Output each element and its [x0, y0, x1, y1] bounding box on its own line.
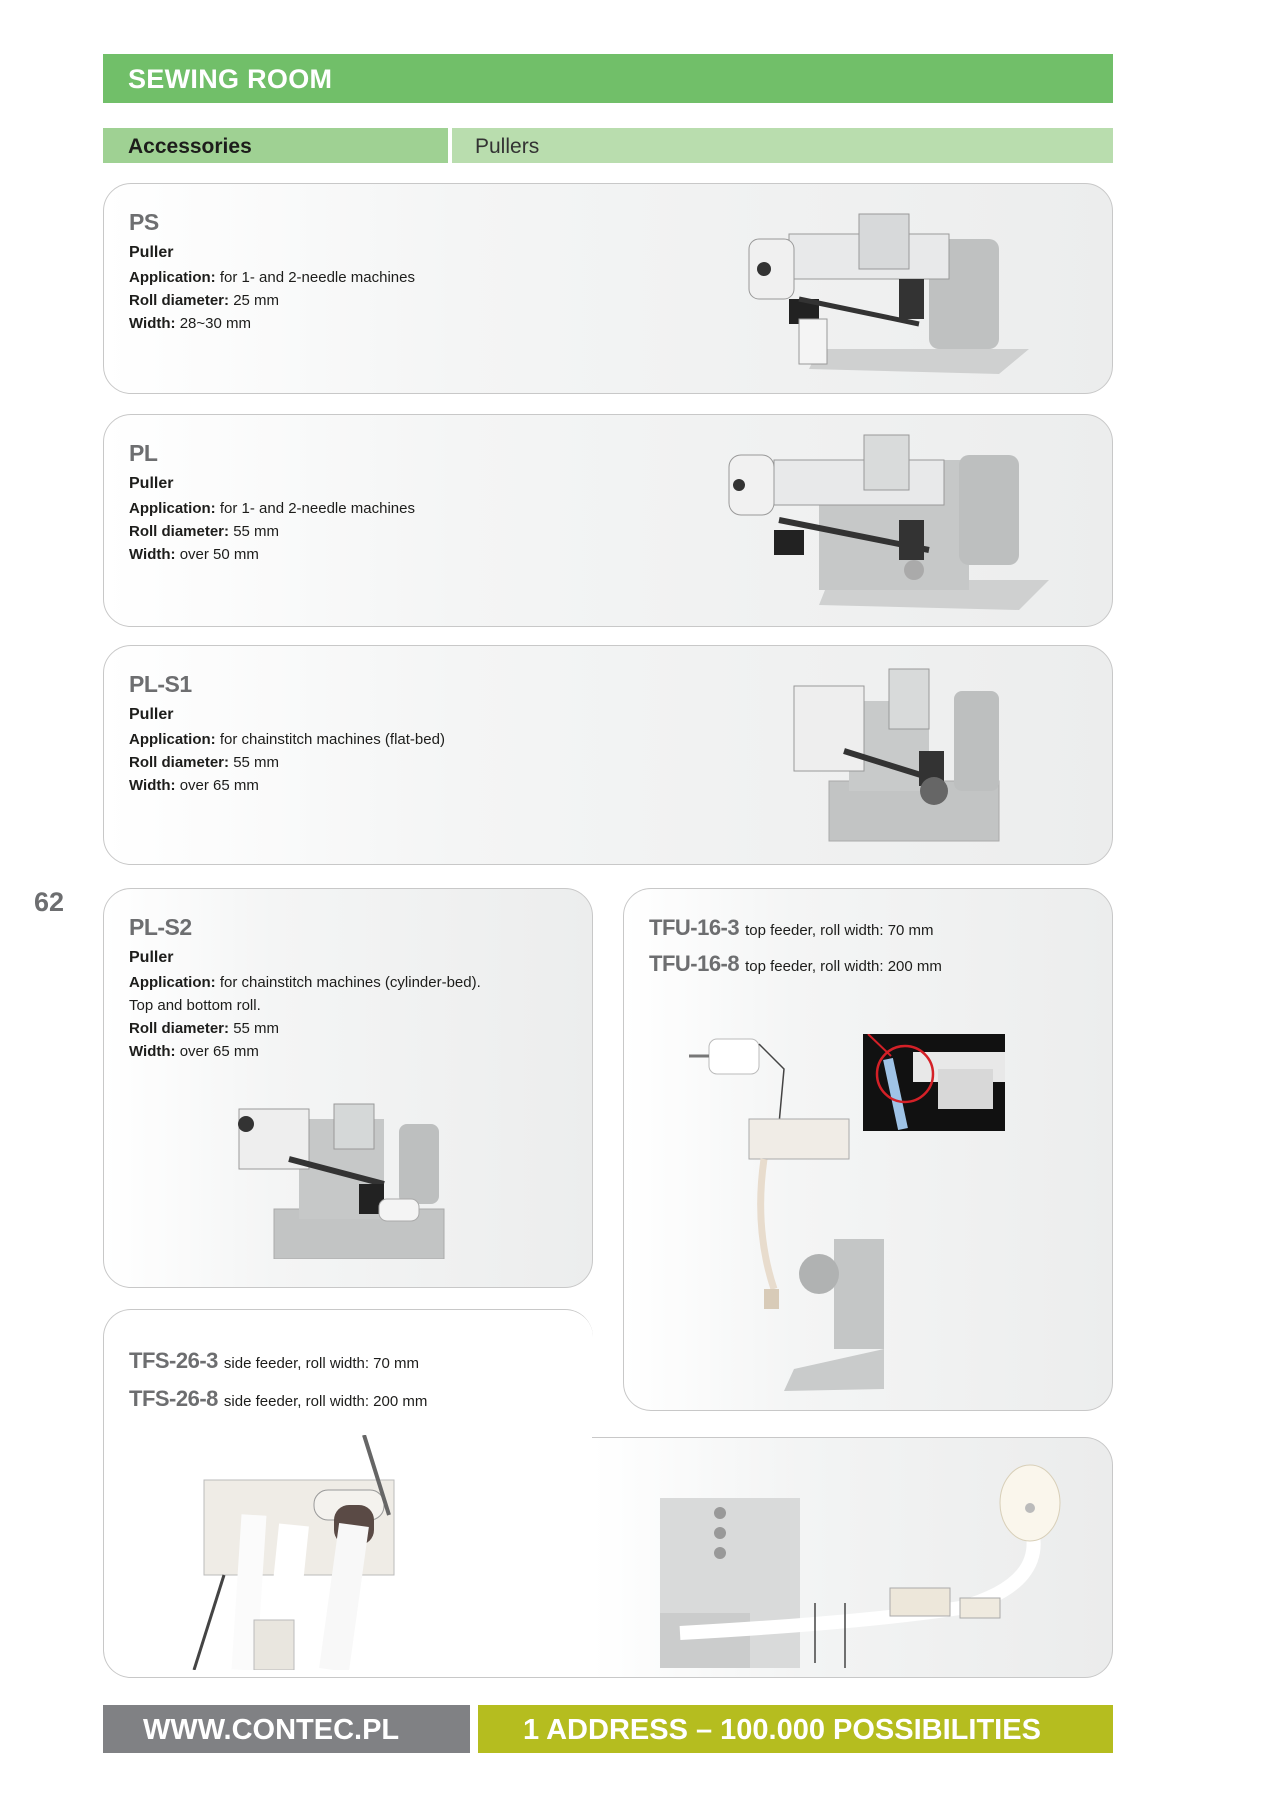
product-model: PL — [129, 440, 158, 466]
product-card-pl-s1: PL-S1 Puller Application: for chainstitc… — [103, 645, 1113, 865]
product-model: PL-S1 — [129, 671, 192, 697]
spec-value: for chainstitch machines (cylinder-bed). — [219, 974, 481, 991]
side-feeder-machine-photo — [660, 1463, 1090, 1668]
feeder-item: TFU-16-3 top feeder, roll width: 70 mm — [649, 915, 942, 941]
spec-width: Width: over 50 mm — [129, 543, 415, 566]
spec-application: Application: for chainstitch machines (c… — [129, 971, 481, 994]
feeder-description: side feeder, roll width: 70 mm — [223, 1355, 420, 1372]
spec-roll-diameter: Roll diameter: 25 mm — [129, 289, 415, 312]
feeder-model: TFU-16-3 — [649, 915, 740, 940]
subcategory-label: Pullers — [475, 135, 540, 158]
spec-label: Application: — [129, 269, 216, 286]
page-number: 62 — [34, 887, 65, 917]
spec-label: Application: — [129, 500, 216, 517]
feeder-model: TFU-16-8 — [649, 951, 740, 976]
spec-label: Width: — [129, 1043, 176, 1060]
feeder-description: top feeder, roll width: 200 mm — [745, 958, 942, 975]
feeder-model: TFS-26-8 — [129, 1386, 218, 1411]
footer-slogan-band: 1 ADDRESS – 100.000 POSSIBILITIES — [478, 1705, 1113, 1753]
spec-value: for chainstitch machines (flat-bed) — [219, 731, 445, 748]
product-type: Puller — [129, 706, 174, 723]
spec-application-extra: Top and bottom roll. — [129, 997, 261, 1014]
footer-website[interactable]: WWW.CONTEC.PL — [143, 1714, 400, 1746]
spec-width: Width: 28~30 mm — [129, 312, 415, 335]
feeder-item: TFU-16-8 top feeder, roll width: 200 mm — [649, 951, 942, 977]
section-title: SEWING ROOM — [128, 64, 333, 94]
spec-value: 55 mm — [233, 523, 280, 540]
spec-value: 25 mm — [233, 292, 280, 309]
product-model: PS — [129, 209, 159, 235]
product-card-pl-s2: PL-S2 Puller Application: for chainstitc… — [103, 888, 593, 1288]
spec-roll-diameter: Roll diameter: 55 mm — [129, 520, 415, 543]
top-feeder-detail-photo — [863, 1034, 1005, 1131]
spec-width: Width: over 65 mm — [129, 1040, 481, 1063]
spec-value: over 65 mm — [179, 1043, 259, 1060]
subcategory-band: Pullers — [452, 128, 1113, 163]
product-card-ps: PS Puller Application: for 1- and 2-need… — [103, 183, 1113, 394]
spec-label: Application: — [129, 974, 216, 991]
spec-label: Width: — [129, 546, 176, 563]
spec-value: over 65 mm — [179, 777, 259, 794]
spec-roll-diameter: Roll diameter: 55 mm — [129, 1017, 481, 1040]
product-card-side-feeders: TFS-26-3 side feeder, roll width: 70 mm T… — [103, 1309, 593, 1678]
feeder-item: TFS-26-8 side feeder, roll width: 200 mm — [129, 1386, 427, 1412]
spec-label: Roll diameter: — [129, 1020, 230, 1037]
spec-application: Application: for 1- and 2-needle machine… — [129, 266, 415, 289]
product-card-top-feeders: TFU-16-3 top feeder, roll width: 70 mm TF… — [623, 888, 1113, 1411]
spec-application: Application: for chainstitch machines (f… — [129, 728, 445, 751]
category-band: Accessories — [103, 128, 448, 163]
puller-machine-photo — [234, 1099, 449, 1259]
side-feeder-closeup-photo — [184, 1435, 524, 1670]
feeder-description: side feeder, roll width: 200 mm — [223, 1393, 428, 1410]
feeder-item: TFS-26-3 side feeder, roll width: 70 mm — [129, 1348, 427, 1374]
spec-value: 28~30 mm — [179, 315, 251, 332]
side-feeder-panel-right — [592, 1437, 1113, 1678]
spec-value: 55 mm — [233, 1020, 280, 1037]
top-feeder-photo — [684, 1029, 884, 1394]
product-type: Puller — [129, 244, 174, 261]
puller-machine-photo — [719, 430, 1049, 615]
spec-width: Width: over 65 mm — [129, 774, 445, 797]
spec-label: Width: — [129, 315, 176, 332]
spec-application: Application: for 1- and 2-needle machine… — [129, 497, 415, 520]
spec-label: Width: — [129, 777, 176, 794]
product-type: Puller — [129, 949, 174, 966]
spec-roll-diameter: Roll diameter: 55 mm — [129, 751, 445, 774]
feeder-description: top feeder, roll width: 70 mm — [745, 922, 934, 939]
spec-value: 55 mm — [233, 754, 280, 771]
spec-value: for 1- and 2-needle machines — [219, 269, 415, 286]
spec-label: Application: — [129, 731, 216, 748]
feeder-model: TFS-26-3 — [129, 1348, 218, 1373]
section-header: SEWING ROOM — [103, 54, 1113, 103]
puller-machine-photo — [784, 666, 1009, 846]
footer-website-band: WWW.CONTEC.PL — [103, 1705, 470, 1753]
product-model: PL-S2 — [129, 914, 192, 940]
spec-label: Roll diameter: — [129, 523, 230, 540]
footer-slogan: 1 ADDRESS – 100.000 POSSIBILITIES — [523, 1714, 1041, 1746]
spec-label: Roll diameter: — [129, 754, 230, 771]
spec-value: for 1- and 2-needle machines — [219, 500, 415, 517]
spec-label: Roll diameter: — [129, 292, 230, 309]
spec-value: over 50 mm — [179, 546, 259, 563]
category-label: Accessories — [128, 135, 252, 158]
product-card-pl: PL Puller Application: for 1- and 2-need… — [103, 414, 1113, 627]
product-type: Puller — [129, 475, 174, 492]
puller-machine-photo — [729, 209, 1029, 379]
